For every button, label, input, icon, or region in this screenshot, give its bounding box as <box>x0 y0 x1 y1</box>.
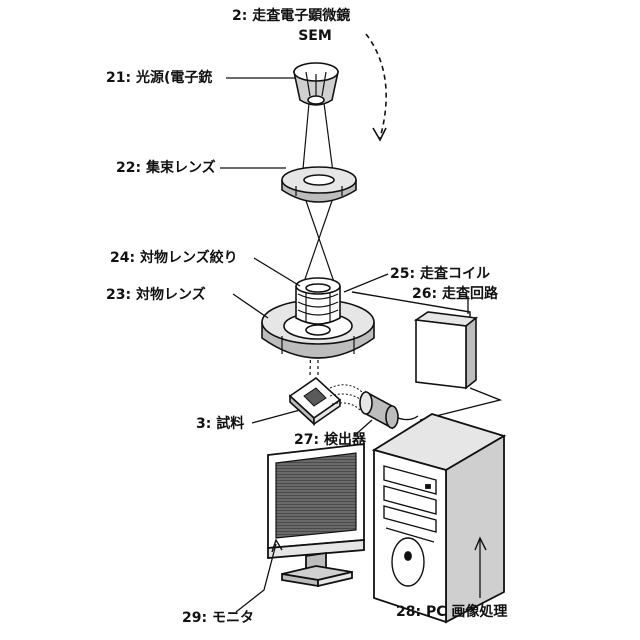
label-scan-coil: 25: 走査コイル <box>390 266 490 282</box>
scan-coil <box>296 278 340 324</box>
scan-circuit-box <box>416 312 476 388</box>
label-pc: 28: PC 画像処理 <box>396 604 507 620</box>
condenser-lens <box>282 167 356 202</box>
monitor <box>268 444 364 586</box>
label-objective-lens: 23: 対物レンズ <box>106 287 206 303</box>
sem-abbreviation: SEM <box>290 28 340 44</box>
pc-tower <box>374 414 504 622</box>
scan-direction-arrow <box>366 34 386 140</box>
label-detector: 27: 検出器 <box>294 432 366 448</box>
label-monitor: 29: モニタ <box>182 610 254 626</box>
label-sample: 3: 試料 <box>196 416 244 432</box>
detector <box>330 385 418 428</box>
sem-title: 2: 走査電子顕微鏡 <box>232 8 350 24</box>
label-objective-aperture: 24: 対物レンズ絞り <box>110 250 238 266</box>
label-scan-circuit: 26: 走査回路 <box>412 286 498 302</box>
sample-stage <box>290 378 340 424</box>
label-condenser-lens: 22: 集束レンズ <box>116 160 216 176</box>
label-light-source: 21: 光源(電子銃 <box>106 70 212 86</box>
electron-gun <box>294 63 338 105</box>
